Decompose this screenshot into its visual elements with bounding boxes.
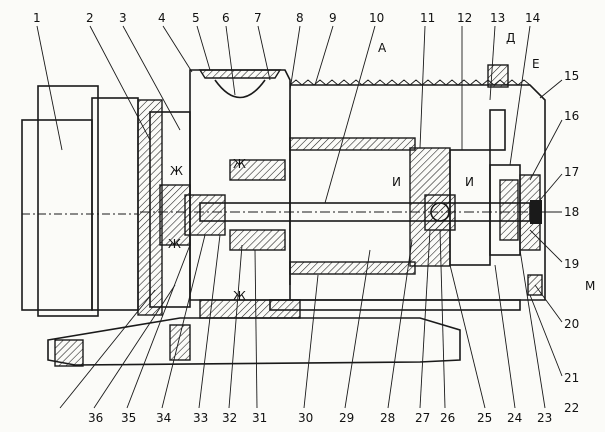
part-number-2: 2 xyxy=(86,11,94,25)
section-mark-zh-1: Ж xyxy=(170,164,183,178)
section-mark-zh-2: Ж xyxy=(233,157,246,171)
part-labels-bottom: 23 24 25 26 27 28 29 30 31 32 33 34 35 36 xyxy=(88,411,552,425)
part-number-14: 14 xyxy=(525,11,540,25)
section-marks: A Д Е Ж Ж Ж Ж И И М xyxy=(168,31,595,303)
part-number-36: 36 xyxy=(88,411,103,425)
base-frame xyxy=(47,299,521,367)
part-number-28: 28 xyxy=(380,411,395,425)
part-number-11: 11 xyxy=(420,11,435,25)
part-number-21: 21 xyxy=(564,371,579,385)
section-mark-m: М xyxy=(585,279,595,293)
pump-casing xyxy=(189,69,291,301)
part-number-18: 18 xyxy=(564,205,579,219)
part-number-9: 9 xyxy=(329,11,337,25)
leader-lines xyxy=(36,25,563,409)
part-number-24: 24 xyxy=(507,411,522,425)
section-mark-e: Е xyxy=(532,57,540,71)
part-number-34: 34 xyxy=(156,411,171,425)
part-number-29: 29 xyxy=(339,411,354,425)
motor-body xyxy=(21,85,139,317)
section-mark-i-2: И xyxy=(465,175,474,189)
part-number-26: 26 xyxy=(440,411,455,425)
part-number-10: 10 xyxy=(369,11,384,25)
part-number-30: 30 xyxy=(298,411,313,425)
part-labels-right: 15 16 17 18 19 20 21 22 xyxy=(564,69,579,415)
part-number-12: 12 xyxy=(457,11,472,25)
section-mark-d: Д xyxy=(506,31,515,45)
end-cover xyxy=(519,174,543,296)
part-number-7: 7 xyxy=(254,11,262,25)
part-number-31: 31 xyxy=(252,411,267,425)
part-number-5: 5 xyxy=(192,11,200,25)
part-number-35: 35 xyxy=(121,411,136,425)
section-mark-i-1: И xyxy=(392,175,401,189)
part-number-16: 16 xyxy=(564,109,579,123)
part-number-8: 8 xyxy=(296,11,304,25)
part-number-25: 25 xyxy=(477,411,492,425)
part-number-19: 19 xyxy=(564,257,579,271)
rotor-assembly xyxy=(409,64,521,267)
section-mark-zh-4: Ж xyxy=(233,289,246,303)
section-mark-a: A xyxy=(378,41,387,55)
part-number-3: 3 xyxy=(119,11,127,25)
part-number-4: 4 xyxy=(158,11,166,25)
coupling-housing xyxy=(137,99,226,316)
part-number-1: 1 xyxy=(33,11,41,25)
part-number-15: 15 xyxy=(564,69,579,83)
section-mark-zh-3: Ж xyxy=(168,237,181,251)
part-number-32: 32 xyxy=(222,411,237,425)
part-number-23: 23 xyxy=(537,411,552,425)
part-number-27: 27 xyxy=(415,411,430,425)
part-number-22: 22 xyxy=(564,401,579,415)
part-number-13: 13 xyxy=(490,11,505,25)
part-number-17: 17 xyxy=(564,165,579,179)
part-number-6: 6 xyxy=(222,11,230,25)
part-number-20: 20 xyxy=(564,317,579,331)
part-number-33: 33 xyxy=(193,411,208,425)
